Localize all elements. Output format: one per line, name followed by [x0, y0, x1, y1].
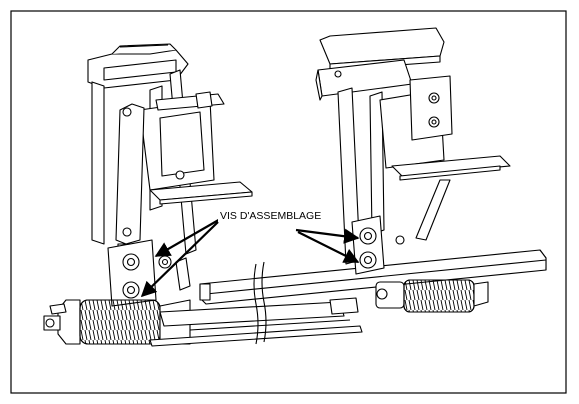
assembly-screws-label: VIS D'ASSEMBLAGE [220, 210, 321, 222]
left-lower-mount [107, 239, 191, 307]
right-coil-spring [375, 279, 489, 313]
break-symbol [253, 261, 267, 345]
annotation-arrows [140, 217, 360, 298]
left-frame [91, 69, 225, 255]
left-mid-plate [149, 170, 253, 205]
mechanism-drawing [43, 27, 547, 347]
right-frame [337, 75, 511, 265]
left-link-arm [115, 103, 145, 259]
lower-base-frame [149, 301, 363, 347]
figure-border [10, 10, 567, 394]
right-top-bracket [315, 27, 445, 101]
